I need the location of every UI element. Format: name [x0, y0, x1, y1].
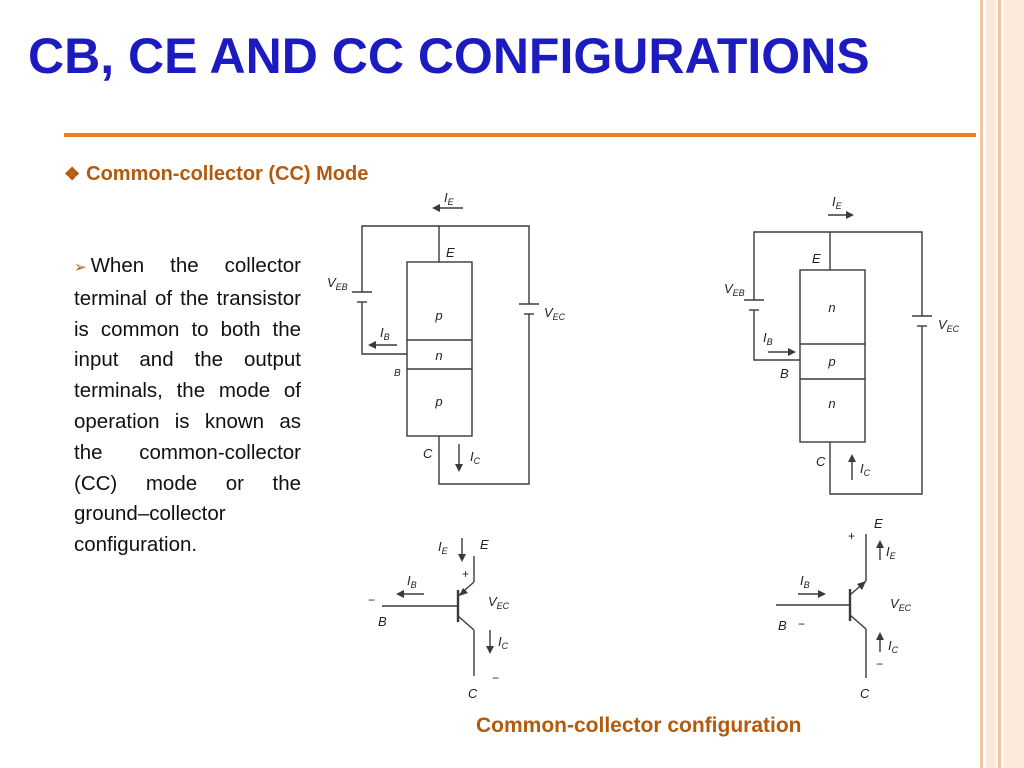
pnp-circuit-diagram: p n p E B C IE IB IC VEB VEC [327, 190, 566, 485]
decorative-side-stripes [980, 0, 1024, 768]
npn-circuit-input-loop-lower [753, 310, 800, 361]
npn-circuit-diagram: n p n E B C IE IB IC VEB VEC [724, 194, 960, 495]
npn-symbol-base-current-arrowhead [818, 590, 826, 598]
pnp-symbol-base-current-arrowhead [396, 590, 404, 598]
pnp-base-current-label: IB [380, 325, 390, 342]
npn-region-3-label: n [828, 396, 835, 411]
slide-title: CB, CE AND CC CONFIGURATIONS [28, 28, 870, 84]
pnp-emitter-terminal-label: E [446, 245, 455, 260]
npn-transistor-body [799, 269, 866, 443]
diamond-bullet-icon: ❖ [64, 164, 81, 184]
stripe [998, 0, 1001, 768]
npn-region-2-label: p [827, 354, 835, 369]
npn-symbol-emitter-arrowhead [857, 581, 866, 590]
npn-input-voltage-label: VEB [724, 281, 745, 298]
pnp-symbol-voltage-label: VEC [488, 594, 510, 611]
section-heading-text: Common-collector (CC) Mode [86, 163, 369, 185]
pnp-symbol-collector-current-label: IC [498, 634, 509, 651]
pnp-symbol-emitter-current-arrowhead [458, 554, 466, 562]
npn-collector-current-label: IC [860, 461, 871, 478]
npn-symbol-emitter-current-arrowhead [876, 540, 884, 548]
pnp-base-current-arrowhead [368, 341, 376, 349]
pnp-collector-current-arrowhead [455, 464, 463, 472]
npn-symbol-emitter-current-label: IE [886, 544, 897, 561]
pnp-region-3-label: p [434, 394, 442, 409]
npn-base-current-arrowhead [788, 348, 796, 356]
pnp-transistor-symbol: E B C + − − IE IB IC VEC [368, 537, 510, 701]
npn-circuit-output-loop [830, 231, 923, 316]
pnp-region-1-label: p [434, 308, 442, 323]
pnp-region-2-label: n [435, 348, 442, 363]
npn-symbol-collector-current-label: IC [888, 638, 899, 655]
pnp-symbol-emitter-label: E [480, 537, 489, 552]
pnp-symbol-base-current-label: IB [407, 573, 417, 590]
pnp-symbol-plus-sign: + [462, 567, 469, 581]
npn-emitter-current-label: IE [832, 194, 843, 211]
section-heading: ❖Common-collector (CC) Mode [64, 161, 368, 187]
arrowhead-bullet-icon: ➢ [74, 259, 87, 276]
npn-circuit-input-loop [753, 231, 830, 300]
stripe [980, 0, 983, 768]
pnp-symbol-collector-current-arrowhead [486, 646, 494, 654]
stripe [1004, 0, 1024, 768]
stripe [986, 0, 996, 768]
pnp-symbol-minus-sign: − [368, 593, 375, 607]
pnp-circuit-output-loop [439, 225, 530, 304]
pnp-collector-terminal-label: C [423, 446, 433, 461]
pnp-circuit-output-loop-lower [438, 314, 530, 485]
npn-base-current-label: IB [763, 330, 773, 347]
npn-symbol-plus-sign: + [848, 529, 855, 543]
diagram-caption: Common-collector configuration [476, 714, 802, 737]
pnp-symbol-collector-label: C [468, 686, 478, 701]
pnp-circuit-input-loop [361, 225, 439, 292]
pnp-circuit-input-loop-lower [361, 302, 407, 355]
pnp-symbol-minus-sign-collector: − [492, 671, 499, 685]
pnp-symbol-collector-diagonal [457, 615, 475, 631]
pnp-emitter-current-arrowhead [432, 204, 440, 212]
description-paragraph: ➢When the collector terminal of the tran… [74, 251, 301, 561]
npn-symbol-minus-sign: − [798, 617, 805, 631]
npn-symbol-base-label: B [778, 618, 787, 633]
npn-symbol-collector-diagonal [849, 614, 867, 630]
npn-symbol-collector-current-arrowhead [876, 632, 884, 640]
pnp-symbol-base-label: B [378, 614, 387, 629]
title-divider [64, 133, 976, 137]
npn-collector-terminal-label: C [816, 454, 826, 469]
pnp-symbol-emitter-current-label: IE [438, 539, 449, 556]
pnp-emitter-current-label: IE [444, 190, 455, 207]
npn-symbol-minus-sign-collector: − [876, 657, 883, 671]
npn-symbol-collector-label: C [860, 686, 870, 701]
npn-collector-current-arrowhead [848, 454, 856, 462]
npn-emitter-terminal-label: E [812, 251, 821, 266]
description-text: When the collector terminal of the trans… [74, 254, 301, 557]
npn-circuit-output-loop-lower [829, 326, 923, 495]
pnp-output-voltage-label: VEC [544, 305, 566, 322]
npn-transistor-symbol: E B C + − − IE IB IC VEC [776, 516, 912, 701]
npn-region-1-label: n [828, 300, 835, 315]
pnp-transistor-body [406, 261, 473, 437]
npn-emitter-current-arrowhead [846, 211, 854, 219]
npn-symbol-base-current-label: IB [800, 573, 810, 590]
pnp-symbol-emitter-arrowhead [459, 588, 468, 596]
pnp-base-terminal-label: B [394, 368, 401, 379]
npn-symbol-voltage-label: VEC [890, 596, 912, 613]
npn-base-terminal-label: B [780, 366, 789, 381]
npn-output-voltage-label: VEC [938, 317, 960, 334]
npn-symbol-emitter-label: E [874, 516, 883, 531]
pnp-input-voltage-label: VEB [327, 275, 348, 292]
pnp-collector-current-label: IC [470, 449, 481, 466]
